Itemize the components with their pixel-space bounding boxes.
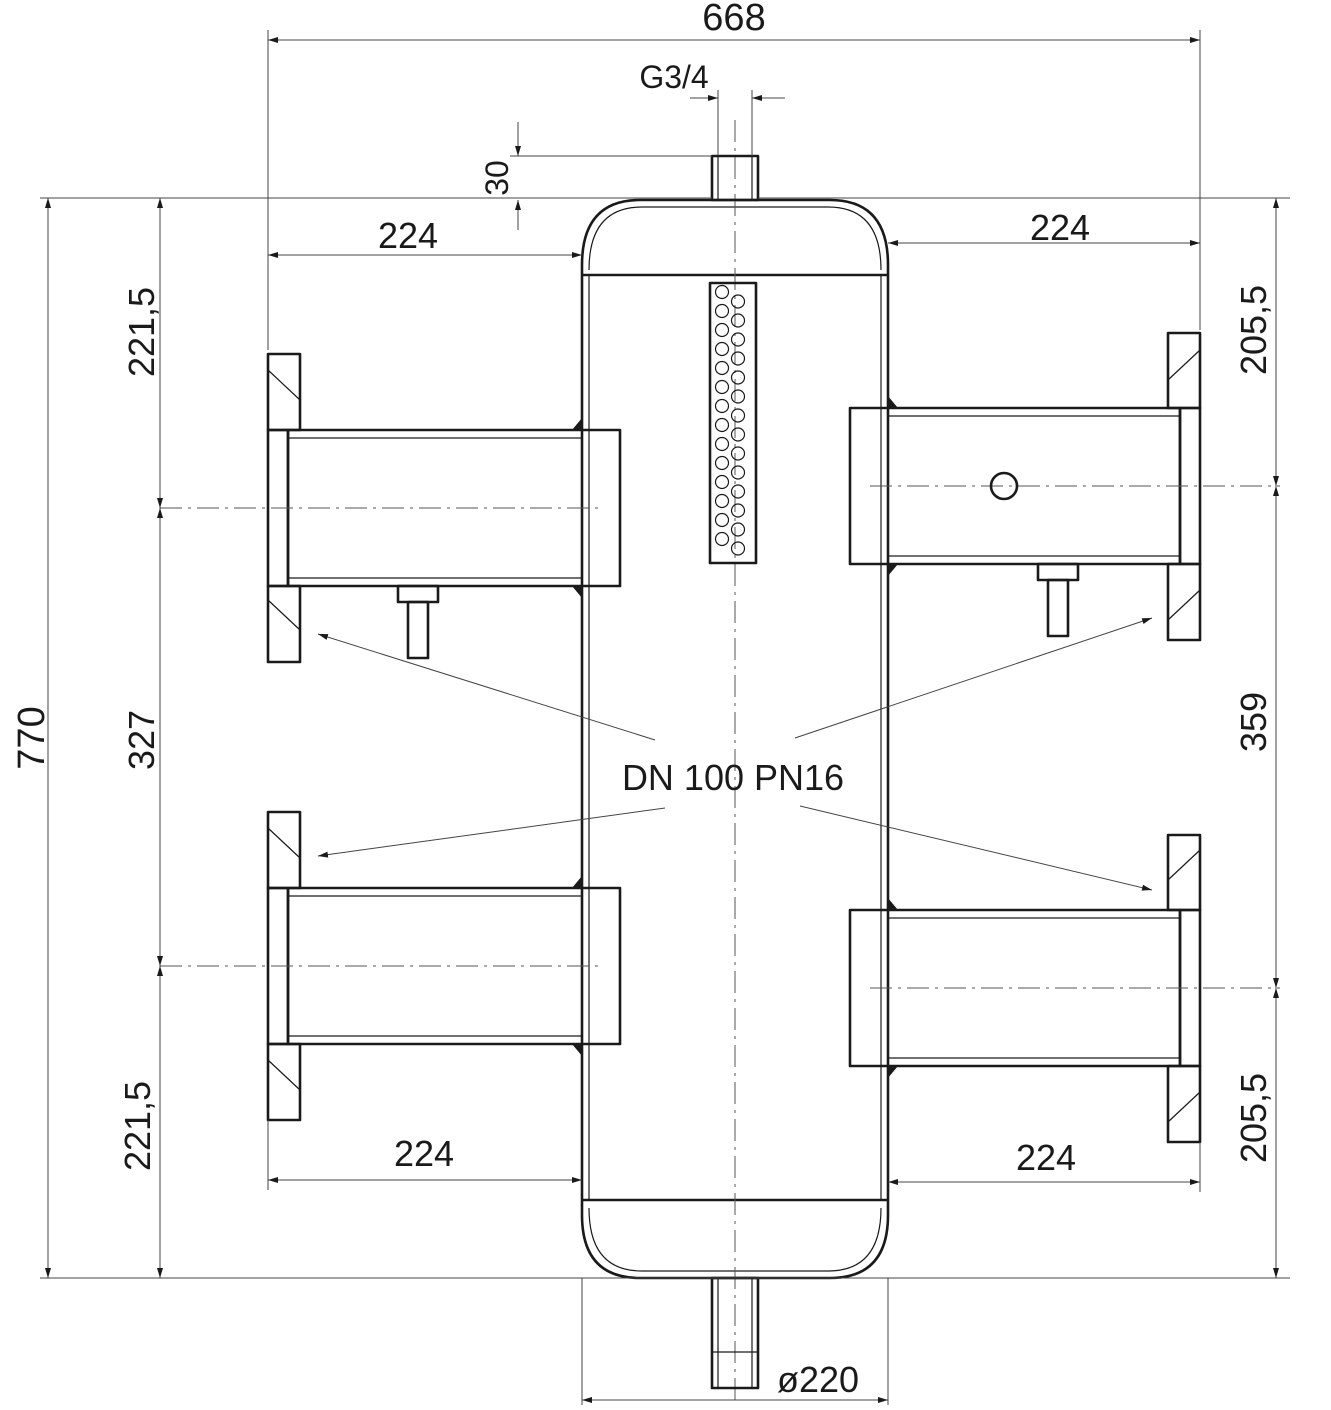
nozzle-left-top xyxy=(160,352,622,664)
mesh-hole xyxy=(714,436,730,452)
dim-top-left-offset: 224 xyxy=(378,215,438,256)
dim-right-bottom-spacing: 205,5 xyxy=(1233,1073,1274,1163)
mesh-hole xyxy=(714,531,730,547)
dim-left-top-spacing: 221,5 xyxy=(121,287,162,377)
mesh-hole xyxy=(714,455,730,471)
mesh-hole xyxy=(714,303,730,319)
mesh-hole xyxy=(730,541,746,556)
mesh-hole xyxy=(730,446,746,461)
mesh-hole xyxy=(730,313,746,328)
mesh-hole xyxy=(714,493,730,509)
dim-overall-width: 668 xyxy=(702,0,765,39)
mesh-hole xyxy=(714,398,730,414)
mesh-hole xyxy=(730,332,746,347)
dim-bottom-right-offset: 224 xyxy=(1016,1137,1076,1178)
dim-top-fitting-height: 30 xyxy=(479,160,515,196)
dim-right-top-spacing: 205,5 xyxy=(1233,285,1274,375)
dim-bottom-left-offset: 224 xyxy=(394,1133,454,1174)
mesh-hole xyxy=(730,522,746,537)
mesh-hole xyxy=(730,294,746,309)
nozzle-left-bottom xyxy=(160,810,622,1122)
mesh-hole xyxy=(714,284,730,300)
dim-body-diameter: ø220 xyxy=(777,1359,859,1400)
mesh-hole xyxy=(730,465,746,480)
mesh-hole xyxy=(730,351,746,366)
mesh-hole xyxy=(714,379,730,395)
flange-leader-lines xyxy=(317,617,1153,891)
dimension-lines xyxy=(40,30,1290,1405)
dim-left-middle-spacing: 327 xyxy=(121,710,162,770)
mesh-hole xyxy=(730,408,746,423)
nozzle-right-bottom xyxy=(848,833,1280,1144)
dim-overall-height: 770 xyxy=(11,706,53,769)
mesh-hole xyxy=(714,322,730,338)
mesh-hole xyxy=(730,370,746,385)
dim-top-fitting-size: G3/4 xyxy=(639,59,708,95)
top-fitting xyxy=(710,154,760,202)
mesh-hole xyxy=(730,484,746,499)
dim-left-bottom-spacing: 221,5 xyxy=(117,1081,158,1171)
mesh-hole xyxy=(714,360,730,376)
mesh-hole xyxy=(730,389,746,404)
nozzle-right-top xyxy=(848,331,1280,642)
mesh-hole xyxy=(730,427,746,442)
mesh-hole xyxy=(714,341,730,357)
flange-spec-label: DN 100 PN16 xyxy=(622,757,844,798)
mesh-hole xyxy=(714,474,730,490)
mesh-hole xyxy=(714,512,730,528)
mesh-hole xyxy=(714,417,730,433)
mesh-hole xyxy=(730,503,746,518)
separator-mesh-insert xyxy=(708,281,758,565)
dim-top-right-offset: 224 xyxy=(1030,207,1090,248)
dim-right-middle-spacing: 359 xyxy=(1233,692,1274,752)
